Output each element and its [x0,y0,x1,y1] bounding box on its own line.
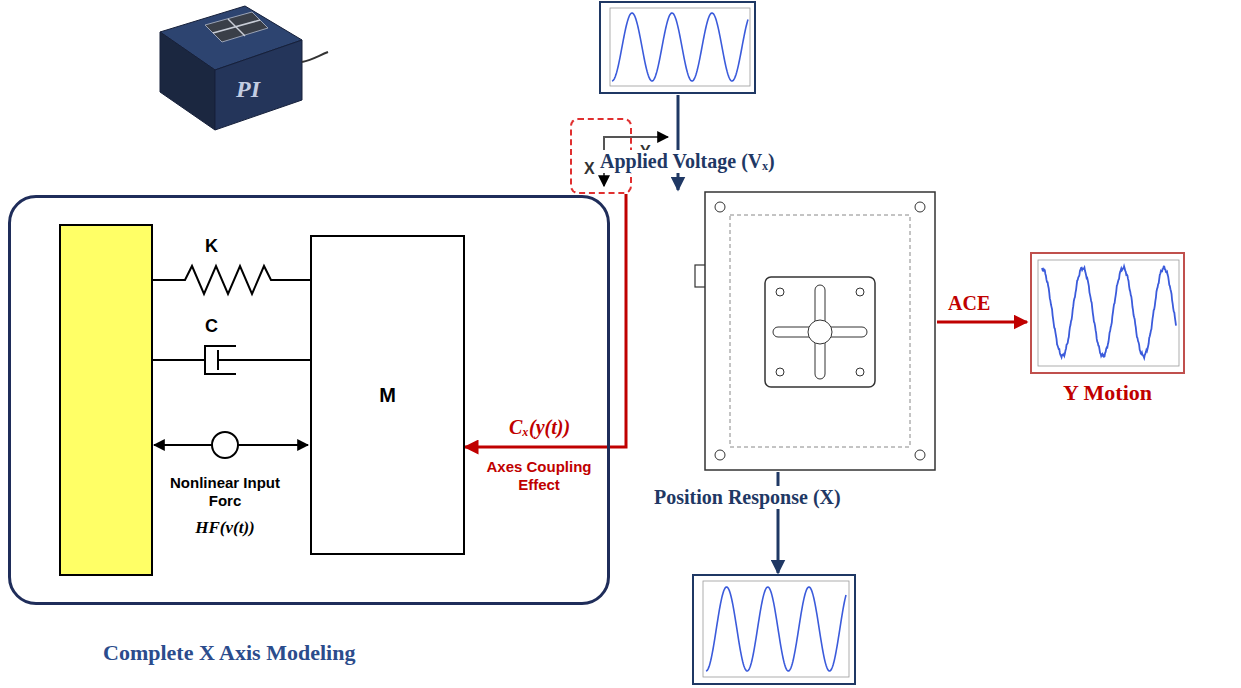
axes-box: X [570,118,632,194]
damper-label: C [205,316,218,337]
force-symbol: HF(v(t)) [165,518,285,538]
signal-arrow [777,472,780,573]
y-motion-curve [1042,266,1176,358]
axis-label: X [584,160,595,178]
moving-platform [765,277,875,387]
mount-hole [715,450,725,460]
platform-hole [776,288,784,296]
plot-frame [600,2,755,93]
photo-left-face [160,32,215,130]
plot-panel: Y Motion [1030,252,1185,374]
platform-hole [856,288,864,296]
photo-platform [205,12,268,42]
input-label: Applied Voltage (Vₓ) [598,150,777,173]
model-panel: Complete X Axis ModelingM [8,195,610,605]
coupling-connector [465,194,626,447]
coupling-label: Axes Coupling Effect [478,458,600,494]
photo-cross [228,19,245,36]
platform-hole [776,368,784,376]
coupling-arrow [937,321,1027,324]
stage-drawing [695,192,935,470]
signal-arrow [677,95,680,190]
damper-piston [218,350,310,370]
photo-cable [302,52,328,62]
coupling-symbol: Cₓ(y(t)) [509,416,570,439]
plot-axes [1038,260,1179,366]
panel-caption: Complete X Axis Modeling [103,640,355,666]
stage-housing [705,192,935,470]
plot-axes [610,8,750,86]
ace-label: ACE [948,292,990,315]
hidden-outline [730,215,910,447]
output-label: Position Response (X) [652,486,843,509]
voltage-curve [612,13,748,81]
axis-arrow [603,136,668,138]
fixed-wall [60,225,152,575]
center-hole [808,320,832,344]
axis-arrow [603,137,605,186]
logo-text: PI [236,76,260,103]
spring-label: K [205,236,218,257]
damper-rod [152,359,205,361]
plot-caption: Y Motion [1032,380,1183,406]
mount-hole [915,202,925,212]
force-arrow [154,444,212,446]
photo-right-face [215,40,302,130]
spring-symbol [152,266,310,294]
force-arrow [238,444,308,446]
plot-axes [703,581,849,677]
mount-hole [715,202,725,212]
mass-label: M [379,384,396,407]
stage-photo [160,6,328,130]
force-source [212,432,238,458]
axis-label: Y [640,143,651,161]
plot-frame [693,575,855,684]
force-label: Nonlinear Input Forc [165,474,285,510]
platform-hole [856,368,864,376]
position-curve [706,587,846,671]
mass-box: M [310,235,465,555]
mount-hole [915,450,925,460]
